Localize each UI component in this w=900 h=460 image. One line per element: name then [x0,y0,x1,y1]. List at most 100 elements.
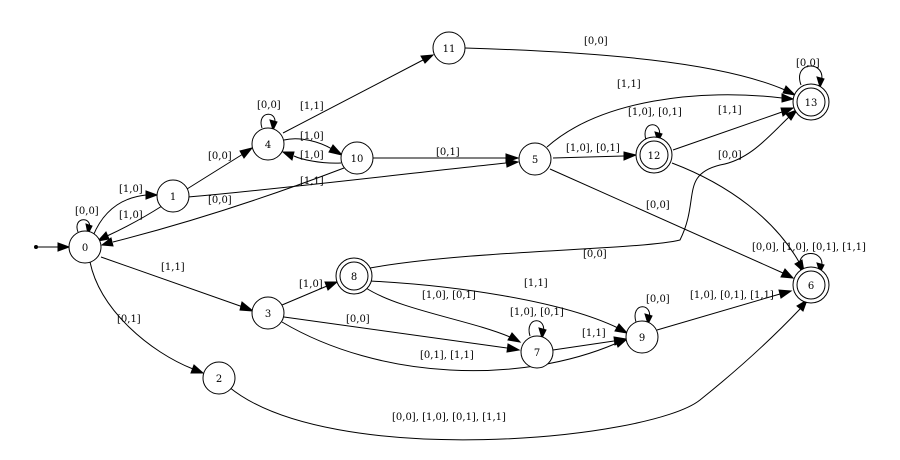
edge-12-6 [671,162,800,263]
edge-label-5-13: [1,1] [617,79,641,90]
edge-11-13-arrowhead [782,85,797,96]
state-3: 3 [251,296,285,330]
edge-label-1-0: [1,0] [119,210,143,221]
edge-3-8-arrowhead [324,281,339,291]
edge-8-7-arrowhead [507,332,522,343]
state-label-1: 1 [170,192,176,203]
edge-12-13 [672,111,783,151]
edge-10-4-arrowhead [281,151,295,161]
edge-label-9-6: [1,0], [0,1], [1,1] [690,290,774,301]
edge-9-6-arrowhead [778,289,793,299]
edge-7-9 [552,340,615,351]
state-13: 13 [792,83,830,121]
edge-5-12 [552,155,625,159]
state-label-9: 9 [639,333,645,344]
state-5: 5 [518,142,552,176]
edge-5-12-arrowhead [623,151,638,161]
states: 0 1 2 3 4 5 6 7 [68,31,830,395]
edge-label-2-6: [0,0], [1,0], [0,1], [1,1] [392,412,506,423]
edges [34,47,825,441]
edge-9-6 [656,293,781,331]
state-label-5: 5 [532,155,538,166]
edge-6-6-arrowhead [816,262,825,275]
edge-label-3-8: [1,0] [299,279,323,290]
edge-3-9 [281,321,618,372]
edge-9-9-arrowhead [644,313,653,326]
state-label-12: 12 [648,151,661,162]
edge-label-10-0: [0,0] [208,195,232,206]
edge-label-10-5: [0,1] [436,147,460,158]
edge-3-7-arrowhead [506,343,521,353]
state-4: 4 [251,127,285,161]
edge-8-7 [365,287,511,338]
edge-3-7 [283,316,508,349]
edge-1-0 [106,205,163,237]
edge-4-10-arrowhead [328,144,344,156]
edge-label-8-13: [0,0] [583,249,607,260]
edge-0-1 [92,194,147,237]
edge-4-11 [282,59,424,134]
edge-label-1-5: [1,1] [300,176,324,187]
edge-1-4-arrowhead [239,147,254,159]
state-11: 11 [432,31,466,65]
edge-0-3 [100,256,244,308]
edge-10-4 [293,155,342,164]
edge-7-7-arrowhead [538,327,547,340]
state-label-13: 13 [805,98,818,109]
edge-label-3-9: [0,1], [1,1] [420,350,474,361]
edge-label-11-13: [0,0] [584,36,608,47]
edge-5-13-arrowhead [781,93,795,103]
state-1: 1 [156,179,190,213]
state-label-6: 6 [808,281,814,292]
edge-10-0-arrowhead [100,237,114,247]
edge-0-3-arrowhead [239,301,255,312]
edge-13-13-arrowhead [816,76,825,89]
edge-7-9-arrowhead [613,336,628,346]
edge-label-1-4: [0,0] [208,151,232,162]
edge-label-3-7: [0,0] [346,314,370,325]
edge-0-2-arrowhead [190,364,205,374]
edge-2-6 [228,308,801,441]
edge-label-0-0: [0,0] [75,206,99,217]
edge-label-8-9: [1,1] [524,278,548,289]
state-12: 12 [635,136,673,174]
state-8: 8 [335,257,373,295]
state-label-11: 11 [443,44,456,55]
state-label-7: 7 [534,348,540,359]
state-label-0: 0 [82,243,88,254]
edge-label-12-6: [0,0] [718,150,742,161]
edge-1-5 [187,162,507,198]
state-label-2: 2 [216,374,222,385]
edge-5-6 [549,168,784,274]
state-6: 6 [792,266,830,304]
edge-label-5-6: [0,0] [646,200,670,211]
state-label-4: 4 [265,140,271,151]
state-label-10: 10 [351,154,364,165]
edge-12-13-arrowhead [780,107,795,117]
edge-6-6 [799,253,823,272]
edge-11-13 [464,47,786,91]
edge-10-5-arrowhead [505,153,520,163]
edge-4-10 [283,138,333,150]
edge-8-13-arrowhead [785,109,799,121]
state-0: 0 [68,230,102,264]
edge-1-4 [186,153,244,190]
edge-label-7-7: [1,0], [0,1] [510,307,564,318]
edge-label-9-9: [0,0] [646,294,670,305]
edge-3-8 [281,285,328,306]
state-label-3: 3 [265,309,271,320]
edge-label-5-12: [1,0], [0,1] [566,143,620,154]
edge-1-0-arrowhead [96,231,110,242]
edge-label-12-13: [1,1] [718,105,742,116]
initial-arrowhead [57,242,71,252]
edge-label-0-2: [0,1] [117,314,141,325]
edge-labels: [0,0] [1,0] [1,0] [1,1] [0,1] [0,0] [1,1… [75,36,866,423]
edge-label-13-13: [0,0] [796,58,820,69]
edge-0-2 [89,261,194,370]
edge-13-13 [799,65,823,86]
edge-label-0-3: [1,1] [161,262,185,273]
edge-5-13 [546,94,783,148]
edge-label-4-11: [1,1] [300,101,324,112]
state-10: 10 [340,141,374,175]
edge-8-9-arrowhead [614,323,629,334]
